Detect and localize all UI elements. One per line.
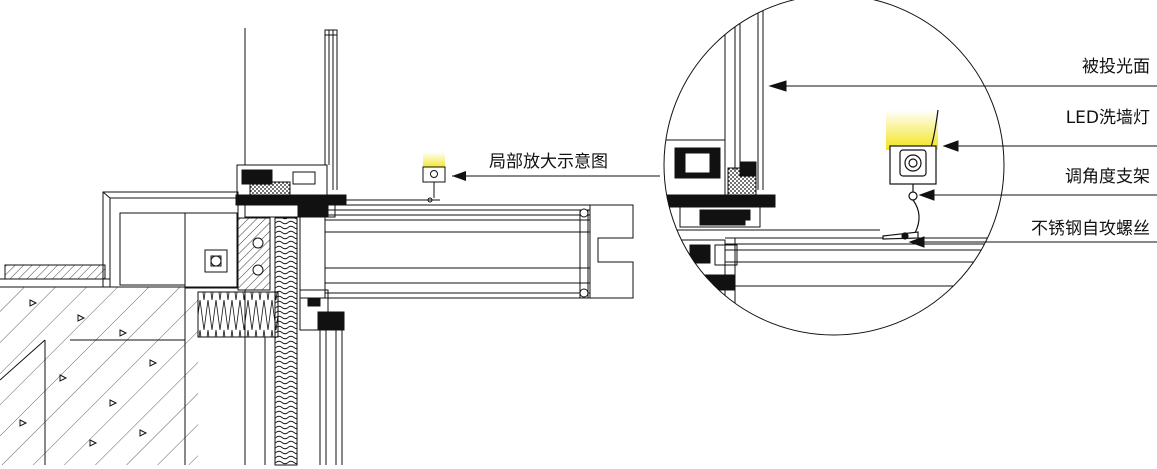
label-led-wall-washer: LED洗墙灯 xyxy=(1066,108,1150,128)
leader-lines xyxy=(768,80,1157,248)
label-lit-surface: 被投光面 xyxy=(1082,57,1150,77)
label-angle-bracket: 调角度支架 xyxy=(1065,167,1150,187)
detail-circle xyxy=(663,0,1005,336)
led-wall-washer xyxy=(882,109,939,240)
ground-hatch xyxy=(4,264,106,280)
label-stainless-screw: 不锈钢自攻螺丝 xyxy=(1031,219,1150,239)
detail-callout-label: 局部放大示意图 xyxy=(489,152,608,172)
callout-arrow xyxy=(452,171,660,181)
main-section xyxy=(0,28,634,466)
small-led-fixture xyxy=(422,152,446,203)
